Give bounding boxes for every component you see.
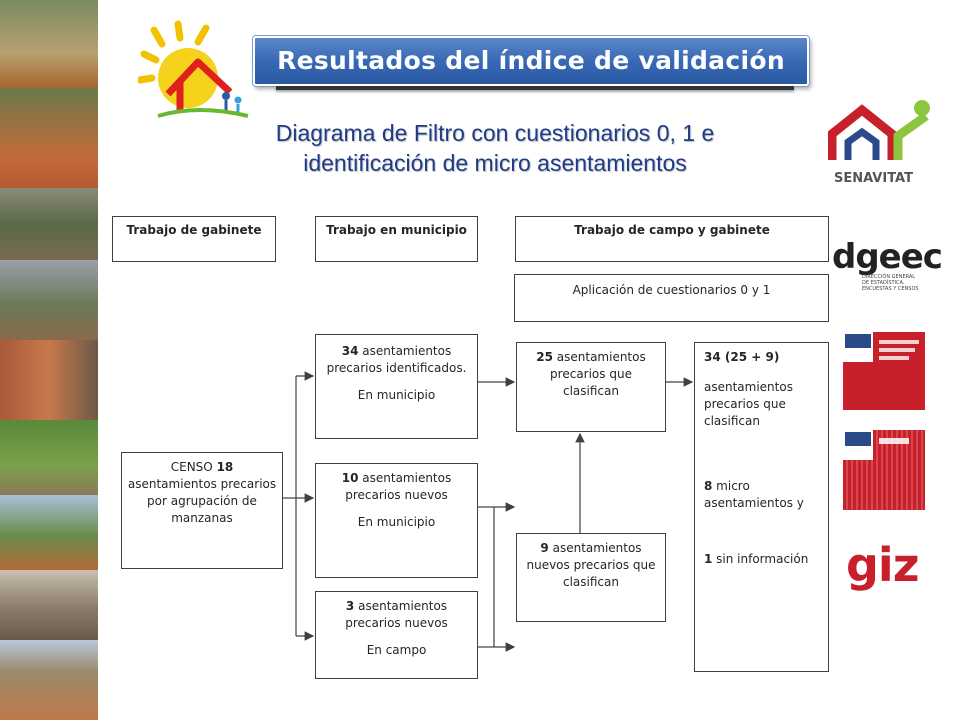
dgeec-wordmark: dgeec [832, 237, 943, 277]
identified-text: asentamientos precarios identificados. [326, 344, 467, 375]
settlement-photo [0, 88, 98, 188]
identified-place: En municipio [357, 388, 436, 402]
result-line3: sin información [712, 552, 809, 566]
result-head: 34 (25 + 9) [704, 350, 780, 364]
aplicacion-cuestionarios-box: Aplicación de cuestionarios 0 y 1 [514, 274, 829, 322]
new-campo-text: asentamientos precarios nuevos [345, 599, 448, 630]
senavitat-logo: SENAVITAT [827, 96, 938, 188]
new-campo-place: En campo [366, 643, 427, 657]
result-line1: asentamientos precarios que clasifican [704, 380, 793, 428]
title-underline [276, 86, 794, 90]
subtitle-line: Diagrama de Filtro con cuestionarios 0, … [275, 120, 715, 146]
new-classified-text: asentamientos nuevos precarios que clasi… [526, 541, 656, 589]
photo-strip [0, 0, 98, 720]
new-municipio-text: asentamientos precarios nuevos [345, 471, 452, 502]
new-municipio-place: En municipio [357, 515, 436, 529]
page-title: Resultados del índice de validación [253, 36, 809, 86]
settlement-photo [0, 0, 98, 88]
result-noinfo-count: 1 [704, 552, 713, 566]
agci-logo [843, 430, 925, 510]
settlement-photo [0, 570, 98, 640]
identified-settlements-box: 34 asentamientos precarios identificados… [315, 334, 478, 439]
new-campo-count: 3 [345, 599, 355, 613]
classified-count: 25 [536, 350, 553, 364]
subtitle-line: identificación de micro asentamientos [303, 150, 687, 176]
censo-prefix: CENSO [170, 460, 217, 474]
header-trabajo-gabinete: Trabajo de gabinete [112, 216, 276, 262]
new-classified-box: 9 asentamientos nuevos precarios que cla… [516, 533, 666, 622]
result-line2: micro asentamientos y [704, 479, 804, 510]
giz-logo: giz [846, 538, 919, 592]
result-box: 34 (25 + 9) asentamientos precarios que … [694, 342, 829, 672]
classified-settlements-box: 25 asentamientos precarios que clasifica… [516, 342, 666, 432]
settlement-photo [0, 340, 98, 420]
new-settlements-campo-box: 3 asentamientos precarios nuevos En camp… [315, 591, 478, 679]
censo-count: 18 [216, 460, 234, 474]
sun-house-logo [138, 20, 249, 118]
ministerio-vivienda-logo [843, 332, 925, 410]
censo-description: asentamientos precarios por agrupación d… [127, 477, 277, 525]
identified-count: 34 [341, 344, 359, 358]
classified-text: asentamientos precarios que clasifican [550, 350, 646, 398]
settlement-photo [0, 640, 98, 720]
settlement-photo [0, 495, 98, 570]
result-micro-count: 8 [704, 479, 713, 493]
senavitat-label: SENAVITAT [834, 171, 913, 186]
new-classified-count: 9 [540, 541, 549, 555]
header-trabajo-campo-gabinete: Trabajo de campo y gabinete [515, 216, 829, 262]
settlement-photo [0, 188, 98, 260]
new-municipio-count: 10 [341, 471, 359, 485]
dgeec-logo: dgeec DIRECCIÓN GENERAL DE ESTADÍSTICA, … [832, 237, 943, 296]
new-settlements-municipio-box: 10 asentamientos precarios nuevos En mun… [315, 463, 478, 578]
censo-box: CENSO 18 asentamientos precarios por agr… [121, 452, 283, 569]
header-trabajo-municipio: Trabajo en municipio [315, 216, 478, 262]
dgeec-subtitle: DIRECCIÓN GENERAL DE ESTADÍSTICA, ENCUES… [862, 274, 919, 292]
settlement-photo [0, 260, 98, 340]
settlement-photo [0, 420, 98, 495]
diagram-subtitle: Diagrama de Filtro con cuestionarios 0, … [150, 118, 840, 178]
